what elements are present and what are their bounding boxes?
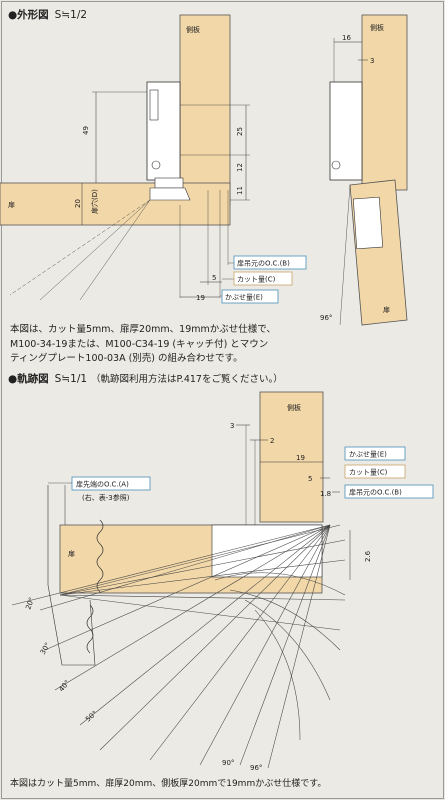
dim-12: 12 — [236, 163, 244, 172]
door-tip-box — [71, 476, 151, 491]
outline-figure-heading: ●外形図 S≒1/2 — [8, 7, 87, 22]
dim-5-bottom: 5 — [308, 475, 312, 483]
dim-3-bottom: 3 — [230, 422, 234, 430]
dim-20: 20 — [74, 199, 82, 208]
dim-3-top: 3 — [370, 57, 374, 65]
trajectory-heading-text: ●軌跡図 — [8, 373, 49, 385]
door-label-top-right: 扉 — [383, 305, 390, 314]
side-panel-top-right — [361, 14, 408, 191]
angle-30: 30° — [39, 641, 52, 656]
side-panel-label-top-right: 側板 — [370, 23, 384, 32]
door-label-top: 扉 — [8, 200, 15, 209]
dim-2-6-bottom: 2.6 — [364, 550, 372, 562]
boring-label: 扉穴(D) — [90, 189, 99, 214]
outline-heading-text: ●外形図 — [8, 9, 49, 21]
dim-49: 49 — [82, 126, 90, 135]
side-panel-top-left — [179, 14, 231, 206]
angle-90: 90° — [222, 759, 234, 767]
bottom-drawing: 側板 扉 — [11, 391, 372, 772]
legend-oc-box — [233, 255, 307, 270]
side-panel-label-bottom: 側板 — [287, 403, 301, 412]
legend-overlay-box — [221, 289, 279, 304]
angle-40: 40° — [57, 679, 71, 694]
outline-scale-text: S≒1/2 — [54, 9, 88, 21]
legend-cut-text-bottom: カット量(C) — [349, 469, 388, 477]
top-desc-line-2: M100-34-19または、M100-C34-19 (キャッチ付) とマウン — [10, 338, 269, 350]
dim-2-bottom: 2 — [270, 437, 274, 445]
dim-5: 5 — [212, 274, 216, 282]
door-tip-note: (右、表-3参照) — [82, 493, 130, 502]
legend-oc-box-bottom — [344, 484, 434, 499]
hinge-region-bottom — [211, 524, 323, 578]
angle-96-top: 96° — [320, 314, 332, 322]
angle-20: 20° — [24, 596, 36, 610]
trajectory-scale-text: S≒1/1 — [54, 373, 88, 385]
top-left-drawing: 49 25 12 11 20 扉 扉穴(D) 側板 5 19 — [0, 14, 250, 302]
trajectory-lines — [11, 524, 346, 769]
side-panel-bottom — [259, 391, 324, 523]
legend-oc-text-bottom: 扉吊元のO.C.(B) — [349, 488, 402, 497]
dim-11: 11 — [236, 186, 244, 195]
legend-overlay-text-bottom: かぶせ量(E) — [349, 451, 387, 459]
trajectory-note: （軌跡図利用方法はP.417をご覧ください。） — [91, 374, 283, 385]
top-right-drawing: 側板 扉 16 3 96° — [320, 14, 408, 326]
bottom-legend: 扉先端のO.C.(A) (右、表-3参照) かぶせ量(E) カット量(C) 扉吊… — [48, 446, 434, 502]
angle-96-bottom: 96° — [250, 764, 262, 772]
legend-cut-box-bottom — [344, 464, 406, 479]
top-legend: 扉吊元のO.C.(B) カット量(C) かぶせ量(E) — [220, 255, 307, 304]
dim-1-8-bottom: 1.8 — [320, 490, 331, 498]
top-desc-line-1: 本図は、カット量5mm、扉厚20mm、19mmかぶせ仕様で、 — [10, 324, 276, 335]
trajectory-figure-heading: ●軌跡図 S≒1/1（軌跡図利用方法はP.417をご覧ください。） — [8, 371, 283, 386]
top-description: 本図は、カット量5mm、扉厚20mm、19mmかぶせ仕様で、 M100-34-1… — [10, 323, 438, 367]
legend-overlay-box-bottom — [344, 446, 406, 461]
legend-cut-box — [233, 271, 293, 286]
door-tip-text: 扉先端のO.C.(A) — [76, 480, 129, 489]
dim-16: 16 — [342, 34, 351, 42]
dim-19-top: 19 — [196, 294, 205, 302]
dim-25: 25 — [236, 127, 244, 136]
door-label-bottom: 扉 — [68, 549, 75, 558]
dim-19-bottom: 19 — [296, 454, 305, 462]
bottom-description: 本図はカット量5mm、扉厚20mm、側板厚20mmで19mmかぶせ仕様です。 — [10, 779, 327, 789]
legend-oc-text-top: 扉吊元のO.C.(B) — [237, 259, 290, 268]
legend-cut-text-top: カット量(C) — [237, 276, 276, 284]
legend-overlay-text-top: かぶせ量(E) — [225, 294, 263, 302]
side-panel-label-top-left: 側板 — [186, 25, 200, 34]
top-desc-line-3: ティングプレート100-03A (別売) の組み合わせです。 — [10, 353, 243, 364]
door-top-left — [0, 182, 231, 226]
